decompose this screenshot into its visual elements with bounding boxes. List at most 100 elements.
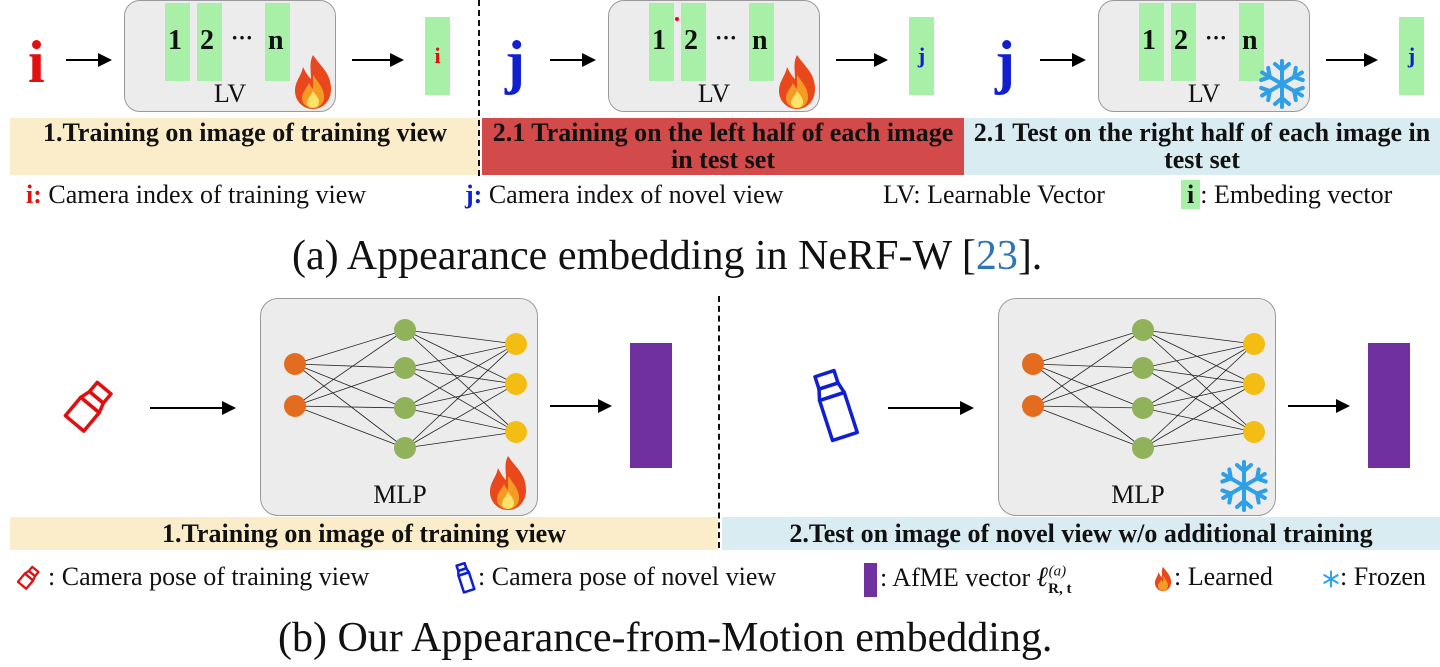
snowflake-icon <box>1220 460 1268 512</box>
legend-frozen: : Frozen <box>1340 562 1426 591</box>
input-node <box>1022 395 1044 417</box>
legend-key-i: i: <box>26 180 42 209</box>
camera-index-j: j <box>505 29 525 95</box>
legend-text: : Embeding vector <box>1200 180 1393 209</box>
legend-camera-pose-training: : Camera pose of training view <box>48 562 370 591</box>
box-label: LV <box>697 79 731 108</box>
legend-afme-vector: : AfME vector ℓ(a)R, t <box>880 562 1071 598</box>
cell-label: 2 <box>1174 25 1188 56</box>
hidden-node <box>1132 437 1154 459</box>
vector-cell <box>649 3 674 81</box>
cell-label: ··· <box>715 25 738 50</box>
red-dot <box>675 17 679 21</box>
box-label: LV <box>213 79 247 108</box>
arrow <box>1040 53 1086 67</box>
input-node <box>284 353 306 375</box>
arrow <box>66 53 112 67</box>
legend-text: Camera index of training view <box>41 180 367 209</box>
cell-label: n <box>752 25 768 56</box>
panel-band-test-bottom: 2.Test on image of novel view w/o additi… <box>722 517 1440 550</box>
box-label: LV <box>1187 79 1221 108</box>
fire-icon <box>490 456 526 510</box>
camera-blue-icon <box>455 562 476 594</box>
panel-band-right-half: 2.1 Test on the right half of each image… <box>964 118 1440 175</box>
arrow <box>150 401 236 415</box>
learnable-vector-box: 1 2 ··· n LV <box>124 0 336 112</box>
learnable-vector-box: 1 2 ··· n LV <box>1098 0 1310 112</box>
input-node <box>1022 353 1044 375</box>
legend-camera-index-training: i: Camera index of training view <box>26 180 366 210</box>
arrow <box>550 53 596 67</box>
embedding-vector: i <box>425 17 450 95</box>
legend-embedding-vector: i: Embeding vector <box>1181 180 1392 210</box>
citation-link[interactable]: 23 <box>975 233 1018 279</box>
hidden-node <box>394 397 416 419</box>
input-node <box>284 395 306 417</box>
hidden-node <box>394 319 416 341</box>
caption-b: (b) Our Appearance-from-Motion embedding… <box>278 615 1053 661</box>
snowflake-icon <box>1323 570 1339 588</box>
vector-cell <box>749 3 774 81</box>
legend-afme-swatch <box>864 563 877 597</box>
panel-band-left-half: 2.1 Training on the left half of each im… <box>482 118 964 175</box>
arrow <box>352 53 404 67</box>
cell-label: n <box>1242 25 1258 56</box>
caption-text: ]. <box>1017 233 1043 279</box>
legend-text: : AfME vector <box>880 563 1031 592</box>
camera-blue-icon <box>813 368 860 443</box>
output-node <box>505 333 527 355</box>
output-node <box>1243 373 1265 395</box>
afme-vector <box>1368 343 1410 468</box>
embedding-vector: j <box>909 17 934 95</box>
vector-cell <box>1139 3 1164 81</box>
legend-camera-pose-novel: : Camera pose of novel view <box>478 562 777 591</box>
vector-cell <box>1239 3 1264 81</box>
legend-learnable-vector: LV: Learnable Vector <box>883 180 1105 209</box>
vector-cell <box>265 3 290 81</box>
cell-label: 2 <box>684 25 698 56</box>
panel-band-training: 1.Training on image of training view <box>10 118 480 175</box>
output-node <box>1243 421 1265 443</box>
cell-label: 1 <box>652 25 666 56</box>
hidden-node <box>394 437 416 459</box>
caption-a: (a) Appearance embedding in NeRF-W [23]. <box>292 232 1042 280</box>
vector-cell <box>681 3 706 81</box>
legend-text: Camera index of novel view <box>482 180 784 209</box>
cell-label: 2 <box>200 25 214 56</box>
vector-cell <box>165 3 190 81</box>
hidden-node <box>1132 357 1154 379</box>
vector-cell <box>1171 3 1196 81</box>
camera-index-i: i <box>28 29 45 95</box>
cell-label: n <box>268 25 284 56</box>
legend-camera-index-novel: j: Camera index of novel view <box>465 180 783 210</box>
camera-red-icon <box>63 380 113 433</box>
hidden-node <box>1132 397 1154 419</box>
hidden-node <box>1132 319 1154 341</box>
fire-icon <box>1154 566 1172 592</box>
panel-band-training-bottom: 1.Training on image of training view <box>10 517 718 550</box>
mlp-network <box>1022 319 1265 459</box>
afme-symbol: ℓ(a)R, t <box>1036 562 1072 597</box>
legend-key-j: j: <box>465 180 483 209</box>
arrow <box>836 53 888 67</box>
legend-learned: : Learned <box>1174 562 1273 591</box>
arrow <box>1288 399 1350 413</box>
hidden-node <box>394 357 416 379</box>
camera-index-j: j <box>995 29 1015 95</box>
mlp-network <box>284 319 527 459</box>
box-label: MLP <box>373 480 427 509</box>
legend-key-embedding: i <box>1181 180 1201 209</box>
section-divider <box>478 0 480 176</box>
camera-red-icon <box>16 565 40 590</box>
vector-cell <box>197 3 222 81</box>
fire-icon <box>295 55 331 109</box>
arrow <box>888 401 974 415</box>
section-divider <box>718 296 720 548</box>
cell-label: ··· <box>231 25 254 50</box>
cell-label: 1 <box>168 25 182 56</box>
arrow <box>550 399 612 413</box>
caption-text: (a) Appearance embedding in NeRF-W [ <box>292 233 976 279</box>
arrow <box>1326 53 1378 67</box>
box-label: MLP <box>1111 480 1165 509</box>
